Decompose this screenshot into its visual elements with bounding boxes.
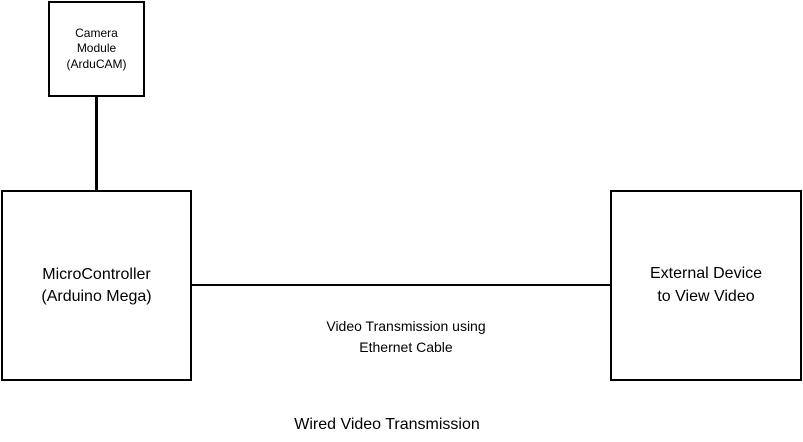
camera-to-microcontroller-connector [95, 97, 98, 190]
camera-module-node: Camera Module (ArduCAM) [48, 1, 145, 97]
transmission-link-label: Video Transmission using Ethernet Cable [326, 318, 486, 355]
external-device-node: External Device to View Video [610, 190, 802, 381]
diagram-caption: Wired Video Transmission [294, 416, 480, 433]
camera-module-label: Camera Module (ArduCAM) [66, 25, 127, 71]
microcontroller-to-external-device-connector [192, 284, 610, 286]
microcontroller-label: MicroController (Arduino Mega) [41, 265, 152, 305]
external-device-label: External Device to View Video [649, 265, 763, 305]
microcontroller-node: MicroController (Arduino Mega) [1, 190, 192, 381]
